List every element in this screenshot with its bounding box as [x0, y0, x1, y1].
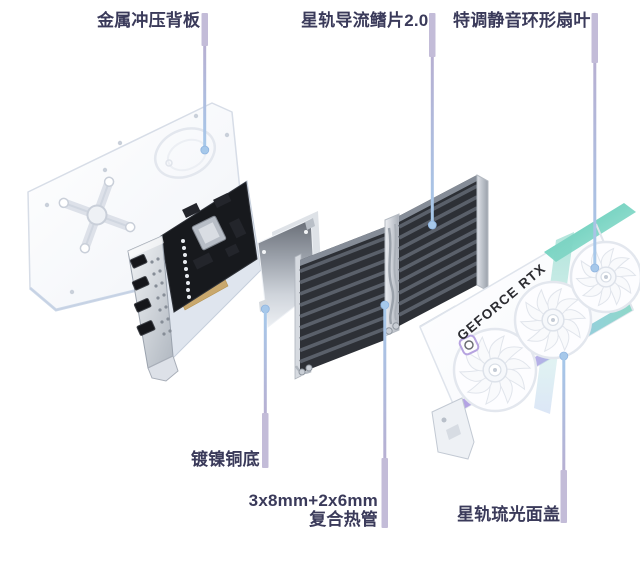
callout-label-heatpipes: 3x8mm+2x6mm 复合热管 [228, 491, 378, 529]
callout-line-fins [427, 13, 437, 230]
heatpipe-channel [384, 213, 400, 337]
fan-3 [569, 240, 640, 314]
fan-1 [452, 327, 538, 413]
callout-line-heatpipes [380, 300, 390, 528]
callout-line-backplate [200, 13, 210, 155]
fin-lines-left [299, 236, 386, 364]
memory-chips [182, 192, 247, 270]
callout-label-fan: 特调静音环形扇叶 [453, 11, 591, 30]
gpu-die [191, 215, 227, 251]
bracket-perforations [150, 257, 172, 336]
callout-label-face-cover: 星轨琉光面盖 [457, 505, 561, 524]
heatsink-part [294, 174, 489, 380]
callout-line-face-cover [559, 351, 569, 523]
callout-label-backplate: 金属冲压背板 [97, 11, 201, 30]
backplate-mount-bracket-icon [58, 176, 136, 254]
callout-line-fan [590, 13, 600, 273]
pcb-part [127, 180, 262, 382]
fan-shroud-part: GEFORCE RTX [419, 203, 640, 460]
shroud-foot-bracket [431, 397, 475, 460]
io-bracket [127, 235, 179, 382]
callout-label-fins: 星轨导流鳍片2.0 [301, 11, 429, 30]
display-ports [129, 254, 156, 336]
nvidia-badge [458, 334, 480, 356]
heatpipe-ends [294, 364, 313, 376]
backplate-part [27, 102, 244, 312]
callout-line-copper-base [260, 304, 270, 468]
solder-pads [181, 239, 191, 299]
heatpipes-label-line2: 复合热管 [309, 510, 378, 529]
fin-lines-right [398, 184, 478, 317]
fan-2 [513, 280, 593, 360]
heatpipes-label-line1: 3x8mm+2x6mm [248, 491, 378, 510]
callout-label-copper-base: 镀镍铜底 [191, 450, 260, 469]
